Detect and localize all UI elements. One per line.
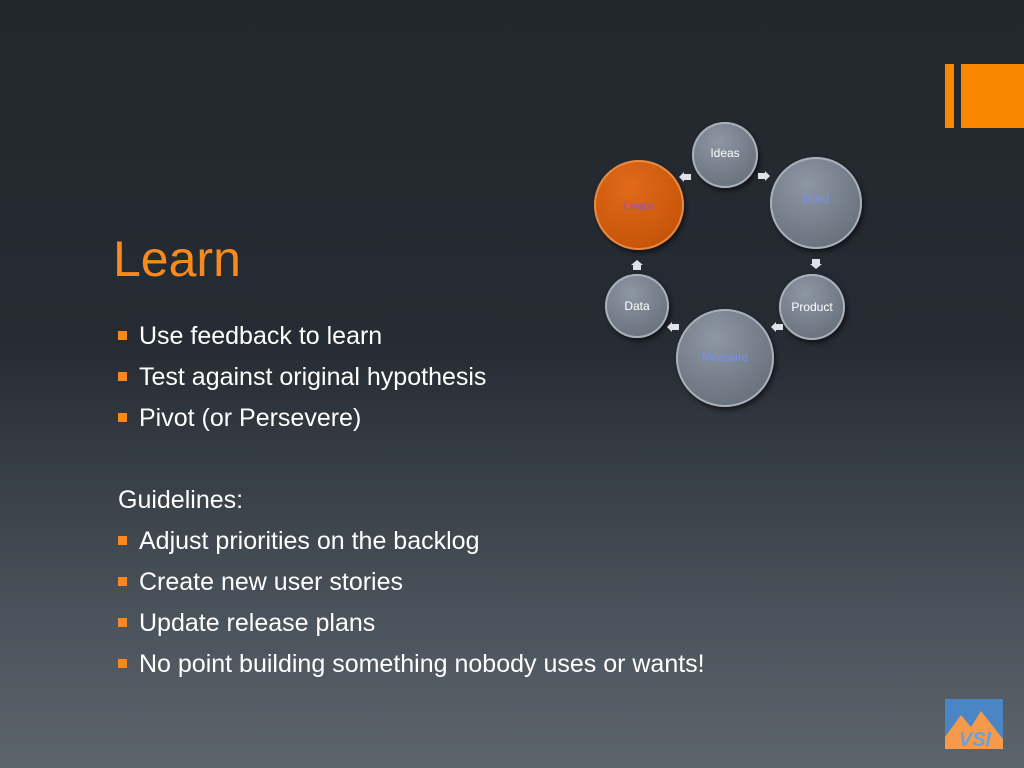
logo-text: VSI bbox=[959, 729, 992, 749]
cycle-node-measure: Measure bbox=[676, 309, 774, 407]
bullet-square-icon bbox=[118, 577, 127, 586]
vsi-logo: VSI bbox=[945, 699, 1003, 749]
bullet-item: Use feedback to learn bbox=[118, 315, 705, 356]
bullet-item: Test against original hypothesis bbox=[118, 356, 705, 397]
cycle-node-learn: Learn bbox=[594, 160, 684, 250]
slide-title: Learn bbox=[113, 231, 241, 287]
bullet-item: Pivot (or Persevere) bbox=[118, 397, 705, 438]
node-label: Measure bbox=[701, 350, 749, 364]
bullet-text: Test against original hypothesis bbox=[139, 362, 487, 391]
bullet-item: Adjust priorities on the backlog bbox=[118, 520, 705, 561]
accent-bar-right bbox=[961, 64, 1024, 128]
cycle-node-product: Product bbox=[779, 274, 845, 340]
bullet-item: No point building something nobody uses … bbox=[118, 643, 705, 684]
arrow-icon bbox=[631, 260, 643, 270]
arrow-icon bbox=[771, 322, 783, 332]
node-label: Build bbox=[802, 192, 830, 206]
cycle-node-data: Data bbox=[605, 274, 669, 338]
bullet-text: No point building something nobody uses … bbox=[139, 649, 705, 678]
bullet-square-icon bbox=[118, 659, 127, 668]
bullet-square-icon bbox=[118, 413, 127, 422]
bullet-text: Create new user stories bbox=[139, 567, 404, 596]
bullet-list: Use feedback to learn Test against origi… bbox=[118, 315, 705, 684]
bullet-item: Create new user stories bbox=[118, 561, 705, 602]
arrow-icon bbox=[679, 172, 691, 182]
bullet-text: Adjust priorities on the backlog bbox=[139, 526, 480, 555]
arrow-icon bbox=[810, 259, 822, 269]
bullet-square-icon bbox=[118, 618, 127, 627]
cycle-node-build: Build bbox=[770, 157, 862, 249]
bullet-square-icon bbox=[118, 372, 127, 381]
build-measure-learn-cycle: Ideas Build Product Measure Data Learn bbox=[594, 118, 870, 416]
bullet-square-icon bbox=[118, 536, 127, 545]
bullet-item: Update release plans bbox=[118, 602, 705, 643]
arrow-icon bbox=[758, 171, 770, 181]
bullet-text: Update release plans bbox=[139, 608, 376, 637]
bullet-text: Use feedback to learn bbox=[139, 321, 383, 350]
accent-bar-left bbox=[945, 64, 954, 128]
blank-line bbox=[118, 438, 705, 479]
guidelines-heading: Guidelines: bbox=[118, 485, 244, 514]
node-label: Product bbox=[791, 300, 833, 314]
node-label: Learn bbox=[623, 199, 655, 213]
bullet-square-icon bbox=[118, 331, 127, 340]
node-label: Data bbox=[624, 299, 650, 313]
cycle-node-ideas: Ideas bbox=[692, 122, 758, 188]
node-label: Ideas bbox=[710, 146, 740, 160]
bullet-text: Pivot (or Persevere) bbox=[139, 403, 362, 432]
arrow-icon bbox=[667, 322, 679, 332]
